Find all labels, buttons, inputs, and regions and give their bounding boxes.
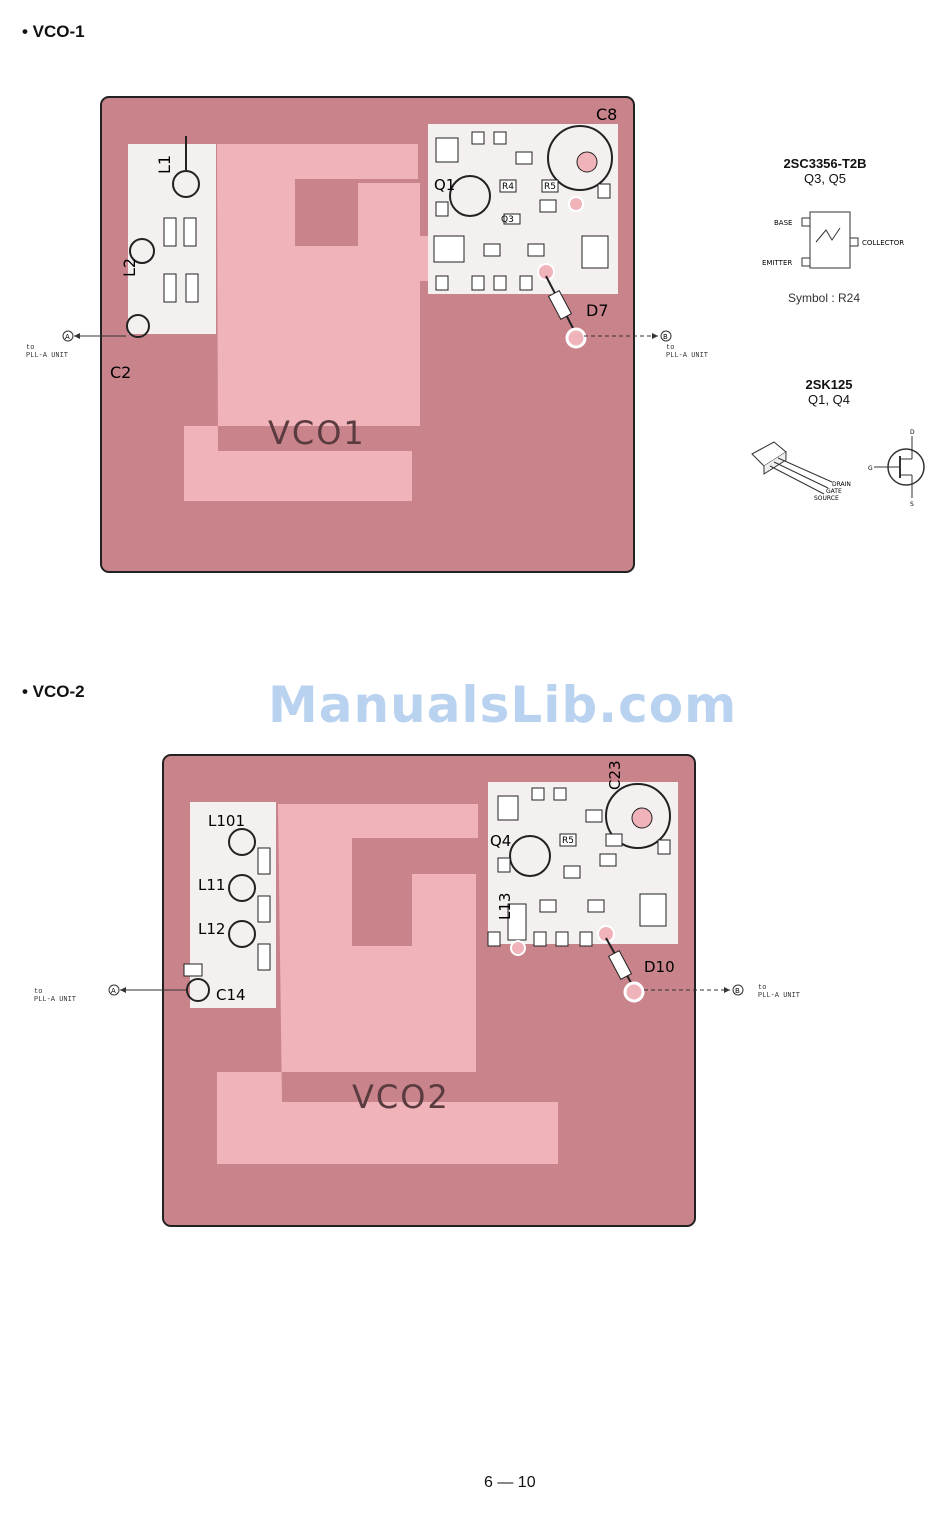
svg-text:S: S [910, 501, 914, 508]
vco2-label-D10: D10 [644, 958, 675, 976]
symbol-note: Symbol : R24 [788, 291, 860, 305]
part-2sk125: 2SK125 Q1, Q4 [774, 377, 884, 407]
vco1-label-D7: D7 [586, 301, 609, 320]
vco2-label-L12: L12 [198, 920, 225, 938]
vco1-label-R4: R4 [502, 182, 514, 192]
svg-text:G: G [868, 465, 873, 472]
part-2sc3356-refs: Q3, Q5 [770, 171, 880, 186]
page-number: 6 — 10 [484, 1474, 536, 1492]
part-2sk125-refs: Q1, Q4 [774, 392, 884, 407]
vco1-smd-2 [184, 218, 196, 246]
part-2sk125-package: DRAIN GATE SOURCE D G S [744, 424, 934, 514]
vco2-label-C14: C14 [216, 986, 246, 1004]
part-2sc3356-name: 2SC3356-T2B [770, 156, 880, 171]
part-2sc3356: 2SC3356-T2B Q3, Q5 [770, 156, 880, 186]
pin-drain-label: DRAIN [832, 481, 851, 488]
vco2-connector-b-arrow: B [644, 980, 750, 1000]
vco1-label-L2: L2 [120, 258, 139, 277]
vco1-D7-pad [567, 329, 585, 347]
vco1-smd-3 [164, 274, 176, 302]
vco1-heading: • VCO-1 [22, 22, 85, 42]
part-2sk125-name: 2SK125 [774, 377, 884, 392]
svg-text:A: A [111, 987, 116, 995]
vco2-label-C23: C23 [606, 760, 624, 790]
vco1-board-label: VCO1 [268, 414, 366, 452]
pin-gate-label: GATE [826, 488, 842, 495]
vco2-label-L13: L13 [496, 893, 514, 920]
part-2sc3356-package: BASE EMITTER COLLECTOR [760, 206, 920, 276]
svg-text:B: B [663, 333, 668, 341]
vco1-connector-b-arrow: B [584, 326, 684, 346]
vco2-board: L101 L11 L12 L13 C14 C23 Q4 R5 D10 VCO2 [162, 754, 698, 1228]
vco1-label-C8: C8 [596, 105, 617, 124]
vco1-pcb-layout: L1 L2 C2 C8 Q1 Q3 R4 R5 D7 VCO1 [100, 96, 636, 574]
svg-text:B: B [735, 987, 740, 995]
vco1-label-Q1: Q1 [434, 176, 455, 194]
svg-text:A: A [65, 333, 70, 341]
vco1-board: L1 L2 C2 C8 Q1 Q3 R4 R5 D7 VCO1 [100, 96, 636, 574]
pin-base-label: BASE [774, 219, 792, 227]
vco2-board-label: VCO2 [352, 1078, 450, 1116]
vco2-heading: • VCO-2 [22, 682, 85, 702]
svg-text:D: D [910, 429, 915, 436]
vco1-connector-a-arrow: A [60, 326, 170, 346]
vco1-label-C2: C2 [110, 363, 131, 382]
vco1-smd-1 [164, 218, 176, 246]
vco1-label-Q3: Q3 [501, 215, 514, 225]
vco2-label-L11: L11 [198, 876, 225, 894]
vco1-label-R5: R5 [544, 182, 556, 192]
vco2-label-L101: L101 [208, 812, 245, 830]
vco2-pcb-layout: L101 L11 L12 L13 C14 C23 Q4 R5 D10 VCO2 [162, 754, 698, 1228]
watermark: ManualsLib.com [268, 676, 737, 734]
pin-collector-label: COLLECTOR [862, 239, 904, 247]
vco1-label-L1: L1 [155, 155, 174, 174]
pin-source-label: SOURCE [814, 495, 839, 502]
vco2-label-Q4: Q4 [490, 832, 511, 850]
vco2-connector-a-arrow: A [106, 980, 206, 1000]
vco2-D10-pad [625, 983, 643, 1001]
vco1-smd-4 [186, 274, 198, 302]
vco2-label-R5: R5 [562, 836, 574, 846]
pin-emitter-label: EMITTER [762, 259, 792, 267]
